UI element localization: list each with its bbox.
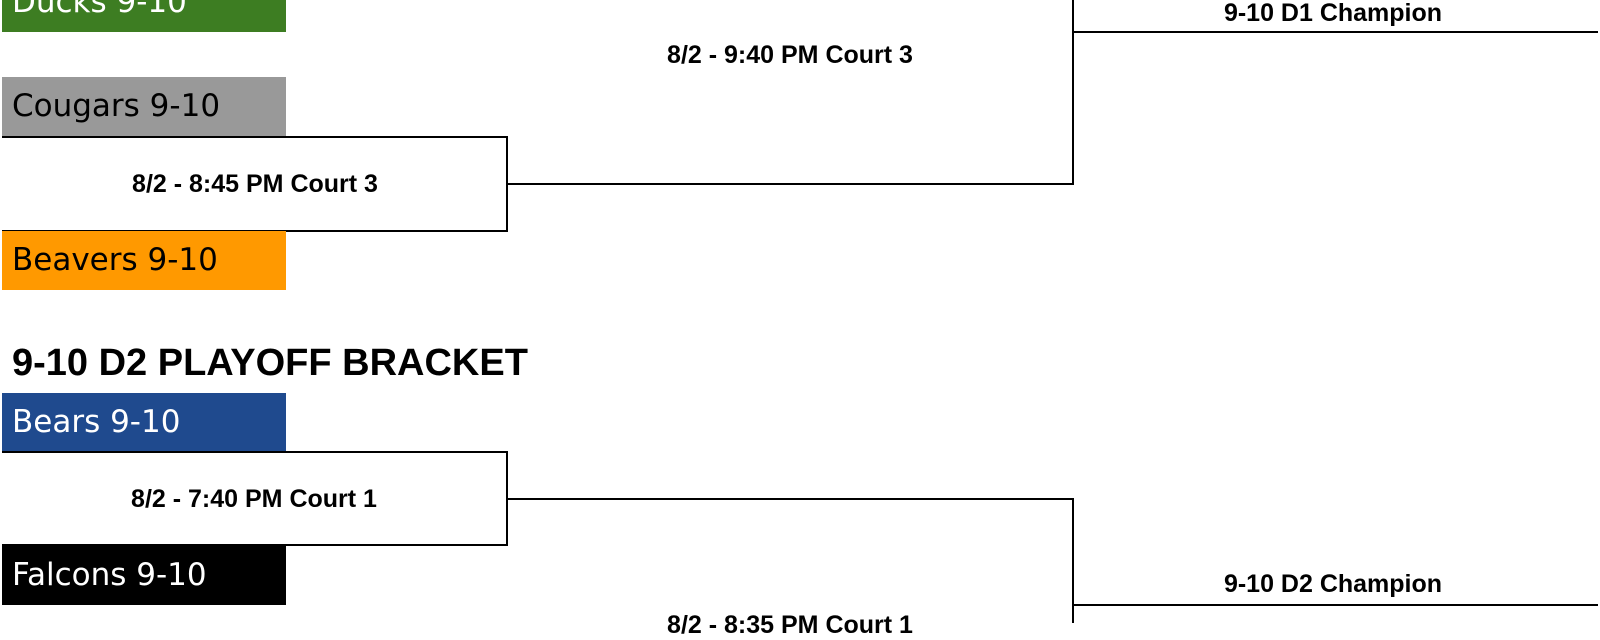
d2-bracket-title: 9-10 D2 PLAYOFF BRACKET [12, 342, 528, 384]
d2-final-bracket-line [1072, 498, 1074, 623]
d1-champion-label: 9-10 D1 Champion [1223, 0, 1443, 27]
team-slot-falcons: Falcons 9-10 [2, 546, 286, 605]
d1-final-game-label: 8/2 - 9:40 PM Court 3 [667, 41, 913, 69]
team-name-bears: Bears 9-10 [12, 404, 181, 440]
d1-semifinal-game-label: 8/2 - 8:45 PM Court 3 [132, 170, 378, 198]
d1-champion-line [1072, 31, 1598, 33]
d2-champion-label: 9-10 D2 Champion [1223, 570, 1443, 598]
team-name-ducks: Ducks 9-10 [12, 0, 187, 20]
d2-champion-line [1072, 604, 1598, 606]
d1-final-bracket-line [1072, 0, 1074, 185]
d2-final-game-label: 8/2 - 8:35 PM Court 1 [667, 611, 913, 639]
d2-semifinal-game-label: 8/2 - 7:40 PM Court 1 [131, 485, 377, 513]
team-name-beavers: Beavers 9-10 [12, 242, 218, 278]
team-name-cougars: Cougars 9-10 [12, 88, 221, 124]
team-slot-ducks: Ducks 9-10 [2, 0, 286, 32]
team-slot-cougars: Cougars 9-10 [2, 77, 286, 136]
team-slot-beavers: Beavers 9-10 [2, 231, 286, 290]
d2-semifinal-connector [506, 498, 1074, 500]
d1-semifinal-connector [506, 183, 1074, 185]
team-slot-bears: Bears 9-10 [2, 393, 286, 452]
team-name-falcons: Falcons 9-10 [12, 557, 207, 593]
